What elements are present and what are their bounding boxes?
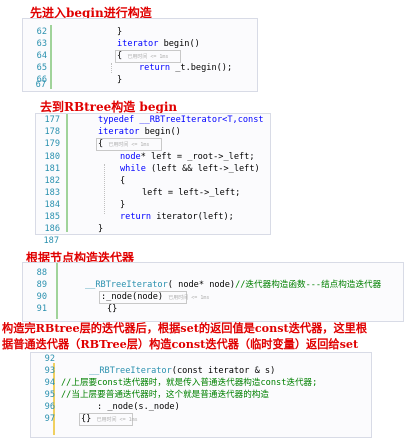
code-line: 65 return _t.begin(); [36,63,233,73]
code-line-current: ◆ 64 { 已用时间 <= 1ms [23,50,257,63]
code-line: 183 left = left->_left; [44,188,241,198]
change-bar [53,363,55,435]
current-statement-box [99,291,187,304]
indent-guide [104,164,105,214]
code-panel-set-begin: 62 } 63 iterator begin() ◆ 64 { 已用时间 <= … [22,18,258,92]
change-bar [50,25,52,89]
code-line: 96 : _node(s._node) [44,402,180,412]
code-line: 62 } [36,27,123,37]
current-statement-box [79,413,133,426]
code-line: 181 while (left && left->_left) [44,164,260,174]
code-line: 178 iterator begin() [44,127,181,137]
change-bar [66,114,68,232]
code-line: 92 [44,354,55,364]
code-line: 88 [36,268,47,278]
annotation-const-iterator-b: 据普通迭代器（RBTree层）构造const迭代器（临时变量）返回给set [2,337,359,351]
code-panel-const-iterator-ctor: 92 93 __RBTreeIterator(const iterator & … [30,352,372,438]
code-line: 63 iterator begin() [36,39,200,49]
code-line: 185 return iterator(left); [44,212,234,222]
current-statement-box [96,138,162,151]
current-statement-box [115,50,181,63]
indent-guide [111,63,112,73]
code-line: 186 } [44,224,104,234]
code-line: 95 //当上层要普通迭代器时，这个就是普通迭代器的构造 [44,390,270,400]
code-panel-rbtree-begin: 177 typedef __RBTreeIterator<T,const 178… [35,113,271,235]
code-line: 67 [35,80,46,90]
annotation-const-iterator-a: 构造完RBtree层的迭代器后，根据set的返回值是const迭代器，这里根 [2,321,368,335]
code-line: 180 node* left = _root->_left; [44,152,255,162]
code-line: 182 { [44,176,126,186]
annotation-rbtree-begin: 去到RBtree构造 begin [40,100,178,114]
code-line-current: 97 {} 已用时间 <= 1ms [44,413,138,426]
change-bar [56,263,58,319]
code-line: 184 } [44,200,126,210]
code-panel-node-iterator-ctor: 88 89 __RBTreeIterator( node* node)//迭代器… [22,262,404,322]
code-line: 187 [43,236,59,246]
code-line: 91 {} [36,304,118,314]
code-line-current: 90 :_node(node) 已用时间 <= 1ms [36,291,210,304]
code-line-current: ◆ 179 { 已用时间 <= 1ms [36,138,270,151]
code-line: 94 //上层要const迭代器时，就是传入普通迭代器构造const迭代器; [44,378,318,388]
code-line: 66 } [36,75,123,85]
annotation-begin-construct: 先进入begin进行构造 [30,6,152,20]
code-line: 177 typedef __RBTreeIterator<T,const [44,115,264,125]
code-line: 89 __RBTreeIterator( node* node)//迭代器构造函… [36,280,382,290]
code-line: 93 __RBTreeIterator(const iterator & s) [44,366,276,376]
annotation-node-construct: 根据节点构造迭代器 [26,251,135,265]
